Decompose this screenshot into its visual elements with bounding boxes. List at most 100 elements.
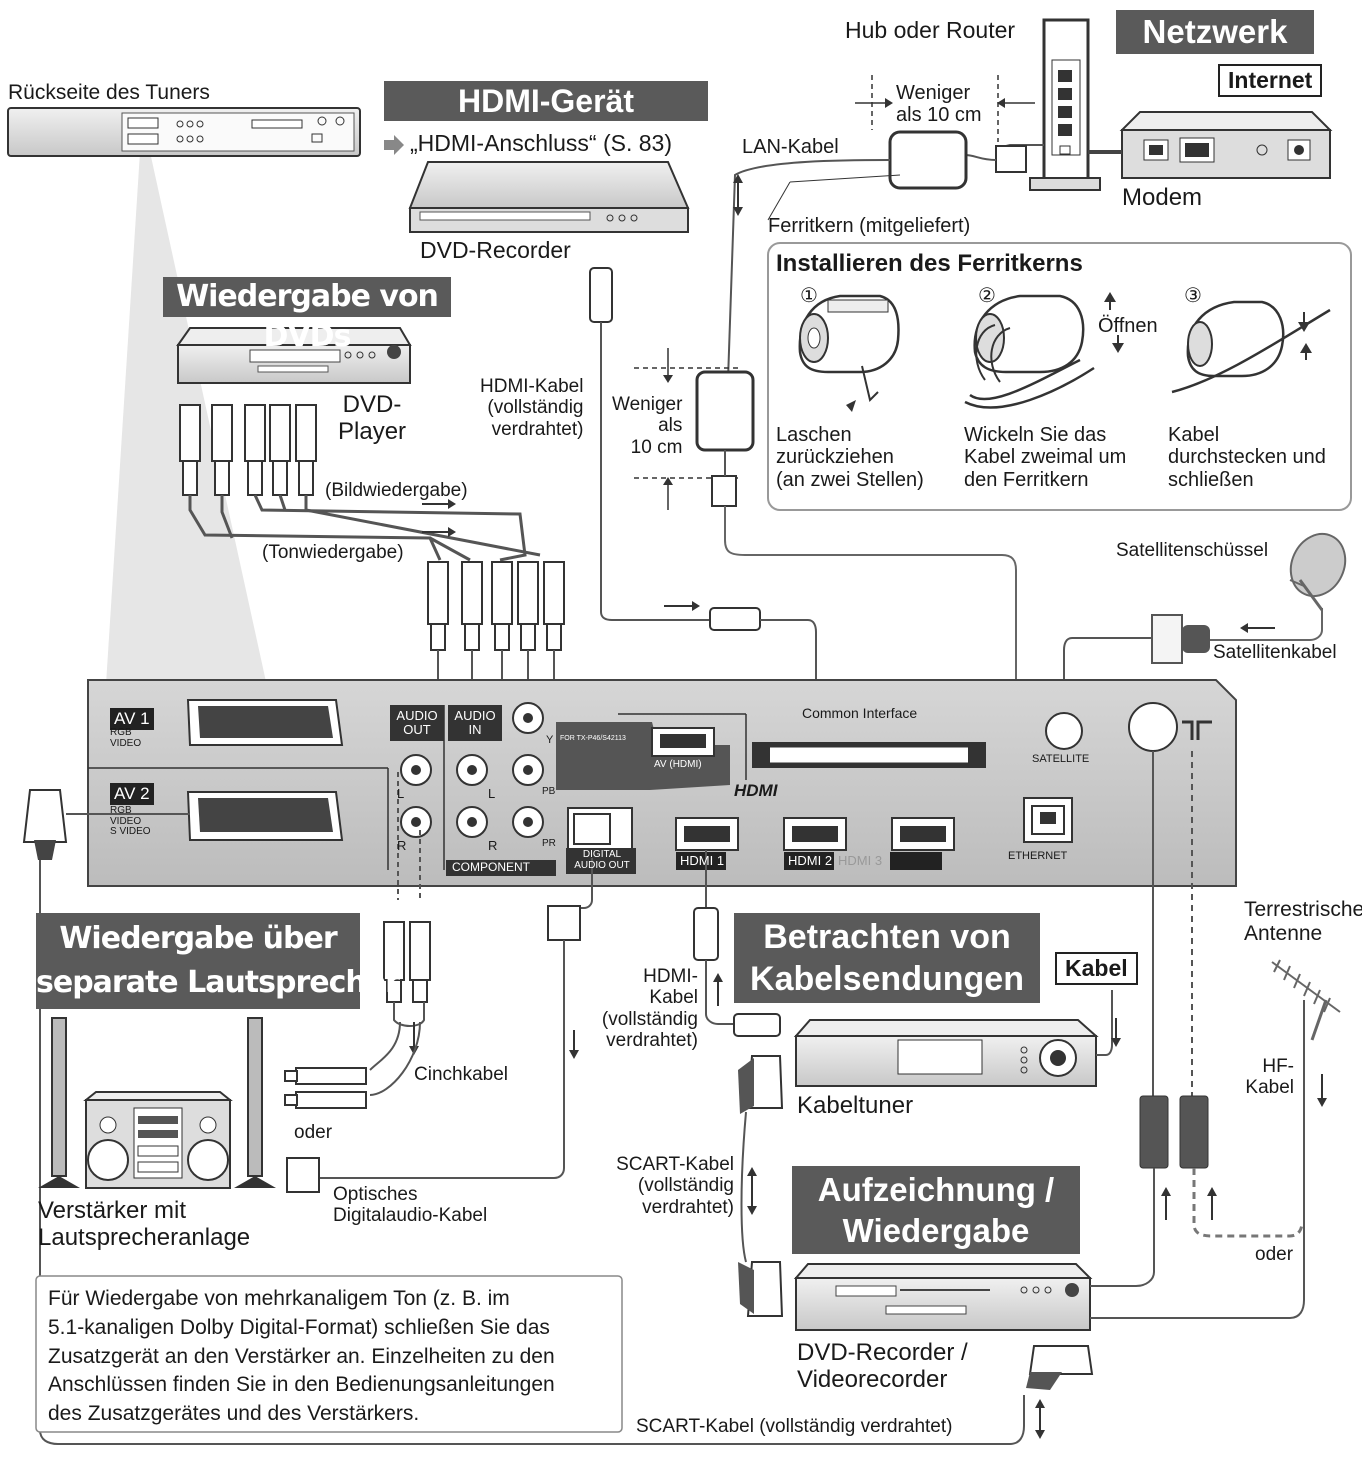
hdmi-plug-hdmi1 xyxy=(693,907,719,961)
av-hdmi-label: AV (HDMI) xyxy=(654,759,702,770)
scart-plug-recorder-out xyxy=(1026,1345,1094,1390)
dvd-player-device xyxy=(176,327,412,384)
optical-cable-label: Optisches Digitalaudio-Kabel xyxy=(333,1184,488,1227)
tv-back-panel xyxy=(87,679,1237,887)
component-y-label: Y xyxy=(546,734,554,746)
hdmi-plug-mid xyxy=(709,607,761,631)
hf-cable-label: HF- Kabel xyxy=(1245,1056,1294,1099)
terrestrial-antenna-icon xyxy=(1271,959,1341,1041)
ferrite-step-3-text: Kabel durchstecken und schließen xyxy=(1168,424,1326,491)
hdmi-cable-top-label: HDMI-Kabel (vollständig verdrahtet) xyxy=(480,376,584,440)
satellite-connector xyxy=(1151,614,1210,664)
ferrite-step-2-text: Wickeln Sie das Kabel zweimal um den Fer… xyxy=(964,424,1127,491)
satellite-cable-label: Satellitenkabel xyxy=(1213,642,1337,663)
ferrite-step-2-illustration xyxy=(964,292,1124,409)
sound-playback-label: (Tonwiedergabe) xyxy=(262,542,404,563)
open-label: Öffnen xyxy=(1098,315,1158,337)
tuner-back-device xyxy=(7,107,361,157)
dvd-player-label: DVD- Player xyxy=(338,391,407,445)
component-pb-label: PB xyxy=(542,786,556,797)
ferrite-install-box xyxy=(767,242,1352,511)
hdmi1-label: HDMI 1 xyxy=(680,853,725,868)
ferrite-install-title: Installieren des Ferritkerns xyxy=(776,250,1083,277)
audio-in-label: AUDIO IN xyxy=(454,708,496,737)
satellite-dish-icon xyxy=(1289,532,1347,611)
optical-plug-amp xyxy=(286,1157,320,1193)
hdmi2-label: HDMI 2 xyxy=(788,853,833,868)
optical-plug-top xyxy=(547,905,581,941)
scart-plug-tuner xyxy=(738,1055,784,1114)
ferrite-step-3-illustration xyxy=(1171,300,1331,394)
av1-label: AV 1 xyxy=(110,708,154,730)
ferrite-step-1-illustration xyxy=(798,294,900,412)
av1-sublabel: RGB VIDEO xyxy=(110,727,142,749)
rca-plugs-amp xyxy=(284,1067,367,1109)
ferrite-core-lower xyxy=(695,370,755,452)
component-pr-label: PR xyxy=(542,838,556,849)
hdmi-plug-top xyxy=(589,267,613,323)
rca-plugs-dvd-player xyxy=(179,404,317,496)
speakers-banner: Wiedergabe über separate Lautsprecher xyxy=(36,913,400,1009)
modem-label: Modem xyxy=(1122,184,1203,211)
under-10cm-label-top: Weniger als 10 cm xyxy=(896,82,982,127)
cable-tv-banner: Betrachten von Kabelsendungen xyxy=(734,913,1040,1003)
common-interface-label: Common Interface xyxy=(802,705,918,721)
ferrite-step-3-number: ③ xyxy=(1184,285,1202,307)
hdmi3-label: HDMI 3 xyxy=(838,853,883,868)
scart-plug-recorder xyxy=(738,1261,784,1317)
hdmi-logo: HDMI xyxy=(734,781,778,800)
lan-plug-lower xyxy=(711,475,737,507)
scart-bottom-label: SCART-Kabel (vollständig verdrahtet) xyxy=(636,1416,953,1437)
reference-arrow-icon xyxy=(384,135,404,155)
hdmi-cable-lower-label: HDMI- Kabel (vollständig verdrahtet) xyxy=(601,966,698,1051)
network-banner: Netzwerk xyxy=(1116,10,1314,54)
recorder-label: DVD-Recorder / Videorecorder xyxy=(797,1339,968,1393)
ferrite-step-1-number: ① xyxy=(800,285,818,307)
ethernet-port-label: ETHERNET xyxy=(1008,850,1068,862)
cable-tuner-device xyxy=(793,1019,1099,1087)
ferrite-step-1-text: Laschen zurückziehen (an zwei Stellen) xyxy=(776,424,924,491)
router-device xyxy=(1029,18,1101,191)
rca-plugs-audio-out xyxy=(383,921,431,1003)
audio-out-l-label: L xyxy=(397,786,405,801)
cinch-cable-label: Cinchkabel xyxy=(414,1064,508,1085)
scart-cable-label: SCART-Kabel (vollständig verdrahtet) xyxy=(616,1154,734,1218)
scart-plug-left xyxy=(22,789,68,860)
hdmi-device-banner: HDMI-Gerät xyxy=(384,81,708,121)
audio-out-r-label: R xyxy=(397,838,407,853)
ferrite-supplied-label: Ferritkern (mitgeliefert) xyxy=(768,215,971,237)
amp-label: Verstärker mit Lautsprecheranlage xyxy=(38,1197,251,1251)
ferrite-core-top xyxy=(888,130,968,190)
internet-label: Internet xyxy=(1218,64,1323,97)
lan-cable-label: LAN-Kabel xyxy=(742,136,839,158)
hdmi-plug-tuner xyxy=(733,1013,781,1037)
av2-sublabel: RGB VIDEO S VIDEO xyxy=(110,805,151,837)
satellite-dish-label: Satellitenschüssel xyxy=(1116,540,1269,561)
or-label-right: oder xyxy=(1255,1244,1294,1265)
or-label-left: oder xyxy=(294,1122,333,1143)
component-label: COMPONENT xyxy=(452,860,530,874)
picture-playback-label: (Bildwiedergabe) xyxy=(325,480,468,501)
cable-tuner-label: Kabeltuner xyxy=(797,1092,914,1119)
note-text: Für Wiedergabe von mehrkanaligem Ton (z.… xyxy=(48,1287,555,1426)
satellite-port-label: SATELLITE xyxy=(1032,753,1090,765)
av2-label: AV 2 xyxy=(110,783,154,805)
ferrite-step-2-number: ② xyxy=(978,285,996,307)
antenna-plugs xyxy=(1139,1095,1209,1169)
dvd-playback-banner: Wiedergabe von DVDs xyxy=(163,277,451,354)
audio-in-r-label: R xyxy=(488,838,498,853)
dvd-video-recorder-device xyxy=(793,1263,1093,1331)
audio-out-label: AUDIO OUT xyxy=(396,708,438,737)
dvd-recorder-hdmi-device xyxy=(408,161,690,233)
hdmi-reference-text: „HDMI-Anschluss“ (S. 83) xyxy=(410,130,672,156)
hub-router-label: Hub oder Router xyxy=(845,17,1016,43)
note-box xyxy=(35,1275,623,1433)
audio-in-l-label: L xyxy=(488,786,496,801)
amplifier-speaker-system-icon xyxy=(38,1017,276,1189)
modem-device xyxy=(1119,111,1333,179)
cable-label: Kabel xyxy=(1055,952,1138,985)
terrestrial-antenna-label: Terrestrische Antenne xyxy=(1244,898,1362,945)
under-10cm-label-lower: Weniger als 10 cm xyxy=(612,394,683,458)
recording-banner: Aufzeichnung / Wiedergabe xyxy=(792,1166,1080,1254)
